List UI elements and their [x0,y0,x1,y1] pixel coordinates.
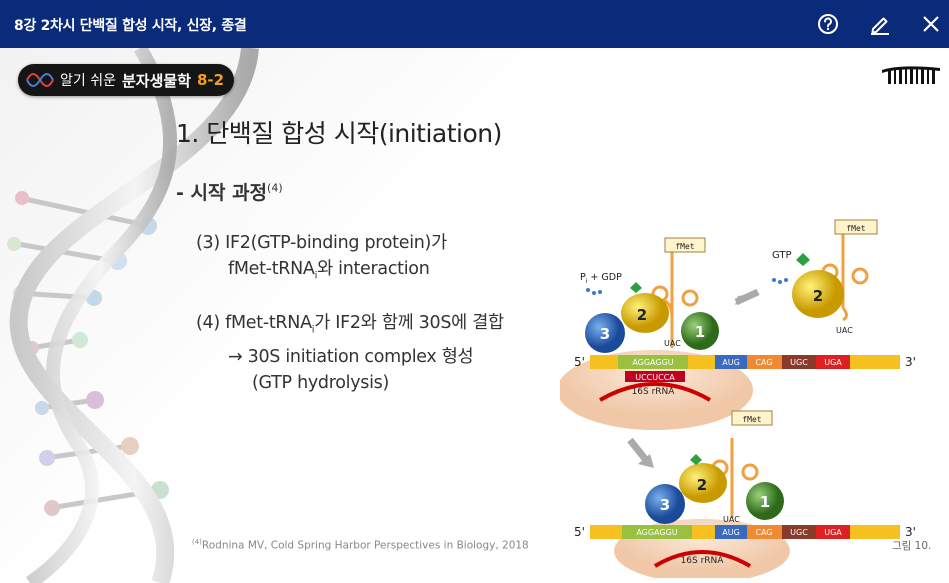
help-button[interactable] [813,9,843,39]
arrow-down [638,454,654,468]
rrna-arc [598,382,712,402]
dna-helix-illustration [7,48,259,583]
edit-button[interactable] [865,9,895,39]
if1-factor-c [746,482,784,520]
subheading-text: - 시작 과정 [176,182,268,204]
if3-factor-a [585,313,625,353]
step-4-text: (4) fMet-tRNAi가 IF2와 함께 30S에 결합 → 30S in… [196,310,504,396]
anti-sd-box [625,371,685,382]
three-prime-a: 3' [905,355,916,369]
fmet-label-a: fMet [675,242,694,251]
codon-ugc-a: UGC [790,358,808,367]
step-4-trna-sub: i [311,324,315,336]
step-3-text: (3) IF2(GTP-binding protein)가 fMet-tRNAi… [196,230,447,290]
codon-uga-a: UGA [824,358,842,367]
if2-label-a: 2 [637,306,647,324]
step-4-line-3: (GTP hydrolysis) [252,372,389,393]
step-3-trna: fMet-tRNA [228,259,315,279]
rrna-label-c: 16S rRNA [681,556,725,566]
subheading-reference: (4) [267,181,283,195]
logo-prefix: 알기 쉬운 [60,73,116,89]
citation-ref: (4) [192,538,202,546]
step-4-trna: (4) fMet-tRNA [196,313,312,333]
anti-sd-label: UCCUCCA [635,373,675,382]
publisher-barcode-logo [882,66,940,84]
if2-factor-a [621,293,669,333]
codon-aug-a: AUG [722,358,740,367]
lecture-slide: 알기 쉬운 분자생물학 8-2 1. 단백질 합성 시작(initiation)… [0,48,949,583]
slide-subheading: - 시작 과정(4) [176,178,283,205]
if1-factor-a [681,312,719,350]
step-4-binding: 가 IF2와 함께 30S에 결합 [314,313,504,333]
pi-sub: i [586,278,588,285]
step-3-trna-sub: i [314,270,318,282]
help-circle-icon [818,14,838,34]
anticodon-b: UAC [836,326,853,335]
gtp-label: GTP [772,250,792,261]
three-prime-c: 3' [905,525,916,539]
window-title: 8강 2차시 단백질 합성 시작, 신장, 종결 [14,18,247,34]
if2-label-c: 2 [697,476,707,494]
complex-b: GTP fMet UAC 2 [772,219,878,335]
close-button[interactable] [916,9,946,39]
gdp-label: + GDP [587,272,622,283]
if3-label-a: 3 [600,325,610,343]
codon-cag-a: CAG [755,358,772,367]
ribosome-30s [560,350,753,430]
fmet-label-b: fMet [846,224,865,233]
if2-factor-c [679,463,727,503]
step-3-line-2: fMet-tRNAi와 interaction [196,256,447,290]
if2-factor-b [792,270,844,318]
pi-label: P [580,272,586,283]
rrna-label-a: 16S rRNA [632,387,676,397]
step-3-interaction: 와 interaction [317,259,430,279]
complex-c: 16S rRNA AGGAGGU AUG CAG UGC UGA 5' 3' U… [574,410,916,578]
complex-a: UCCUCCA 16S rRNA AGGAGGU AUG CAG UGC UGA… [560,237,916,430]
codon-sd-a: AGGAGGU [632,358,673,367]
if3-factor-c [645,484,685,524]
if2-label-b: 2 [813,287,823,305]
logo-name: 분자생물학 [121,71,191,90]
codon-ugc-c: UGC [790,528,808,537]
pencil-icon [871,17,889,35]
initiation-diagram: UCCUCCA 16S rRNA AGGAGGU AUG CAG UGC UGA… [560,219,916,578]
arrow-down-shaft [627,437,649,463]
arrow-left-shaft [734,288,760,306]
citation-text: Rodnina MV, Cold Spring Harbor Perspecti… [201,539,529,552]
pi-gdp-label: Pi + GDP [580,272,622,285]
fmet-label-c: fMet [742,415,761,424]
step-3-line-1: (3) IF2(GTP-binding protein)가 [196,233,447,253]
step-4-line-2: → 30S initiation complex 형성 [228,346,474,367]
course-logo: 알기 쉬운 분자생물학 8-2 [18,64,235,96]
codon-cag-c: CAG [755,528,772,537]
anticodon-c: UAC [723,515,740,524]
close-icon [923,16,939,32]
title-bar: 8강 2차시 단백질 합성 시작, 신장, 종결 [0,0,949,48]
rrna-arc-c [653,550,752,568]
codon-uga-c: UGA [824,528,842,537]
slide-heading: 1. 단백질 합성 시작(initiation) [176,119,502,148]
logo-number: 8-2 [197,71,225,89]
citation: (4)Rodnina MV, Cold Spring Harbor Perspe… [192,538,529,552]
figure-label: 그림 10. [892,540,932,552]
five-prime-c: 5' [574,525,585,539]
five-prime-a: 5' [574,355,585,369]
if1-label-c: 1 [760,493,770,511]
codon-aug-c: AUG [722,528,740,537]
codon-sd-c: AGGAGGU [636,528,677,537]
anticodon-a: UAC [664,339,681,348]
step-4-line-1: (4) fMet-tRNAi가 IF2와 함께 30S에 결합 [196,313,504,336]
if1-label-a: 1 [695,323,705,341]
if3-label-c: 3 [660,496,670,514]
dna-logo-icon [26,73,54,87]
